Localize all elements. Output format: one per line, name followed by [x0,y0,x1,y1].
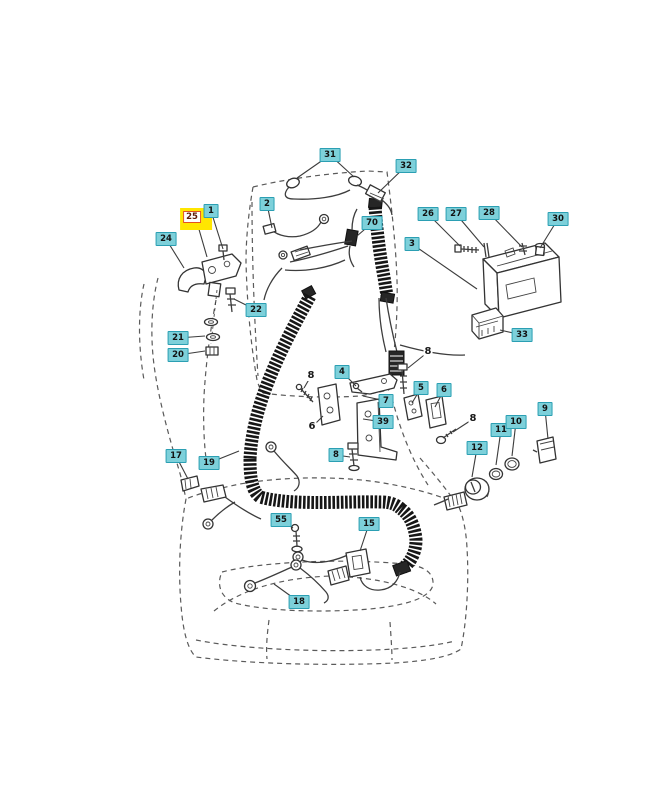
part-label-21[interactable]: 21 [167,331,189,345]
battery-bracket-27 [483,242,490,258]
left-switch-assembly [177,244,242,356]
spring-bolt-8 [295,383,303,391]
part-label-2[interactable]: 2 [259,197,275,211]
part-label-70[interactable]: 70 [361,216,383,230]
part-label-27[interactable]: 27 [445,207,467,221]
bezel-10 [504,457,520,471]
part-label-12[interactable]: 12 [466,441,488,455]
part-label-3[interactable]: 3 [404,237,420,251]
part-label-17[interactable]: 17 [165,449,187,463]
battery [454,242,562,319]
part-label-5[interactable]: 5 [413,381,429,395]
lower-harness [180,441,401,604]
part-label-24[interactable]: 24 [155,232,177,246]
part-label-1[interactable]: 1 [203,204,219,218]
part-label-15[interactable]: 15 [358,517,380,531]
switch-plate-25 [201,253,242,285]
part-label-7[interactable]: 7 [378,394,394,408]
part-label-30[interactable]: 30 [547,212,569,226]
part-label-28[interactable]: 28 [478,206,500,220]
leader-line-3 [411,243,478,290]
part-label-8[interactable]: 8 [306,370,316,381]
battery-bolt-26 [454,244,462,253]
part-label-6[interactable]: 6 [307,421,317,432]
nut-20 [205,346,219,356]
bolt-55 [290,523,300,533]
part-label-20[interactable]: 20 [167,348,189,362]
part-label-55[interactable]: 55 [270,513,292,527]
part-label-31[interactable]: 31 [319,148,341,162]
upper-harness-wires [262,175,393,301]
switch-15 [345,548,371,578]
mid-wire-bundle [378,297,466,395]
part-label-32[interactable]: 32 [395,159,417,173]
nut-11 [488,467,504,481]
part-label-8[interactable]: 8 [328,448,344,462]
part-label-6[interactable]: 6 [436,383,452,397]
part-label-9[interactable]: 9 [537,402,553,416]
part-number: 25 [183,211,201,223]
part-label-22[interactable]: 22 [245,303,267,317]
part-label-8[interactable]: 8 [423,346,433,357]
bolt-8-teal [347,442,359,450]
washer-21 [203,317,219,327]
part-label-26[interactable]: 26 [417,207,439,221]
part-label-8[interactable]: 8 [468,413,478,424]
part-label-10[interactable]: 10 [505,415,527,429]
battery-tray [471,307,504,340]
washer [205,332,221,342]
ring-terminal-18 [243,579,257,593]
part-label-4[interactable]: 4 [334,365,350,379]
part-label-33[interactable]: 33 [511,328,533,342]
part-label-19[interactable]: 19 [198,456,220,470]
part-label-39[interactable]: 39 [372,415,394,429]
relay-5 [403,393,423,421]
bracket-6 [317,383,341,426]
key-switch-assembly [433,436,557,511]
part-label-18[interactable]: 18 [288,595,310,609]
